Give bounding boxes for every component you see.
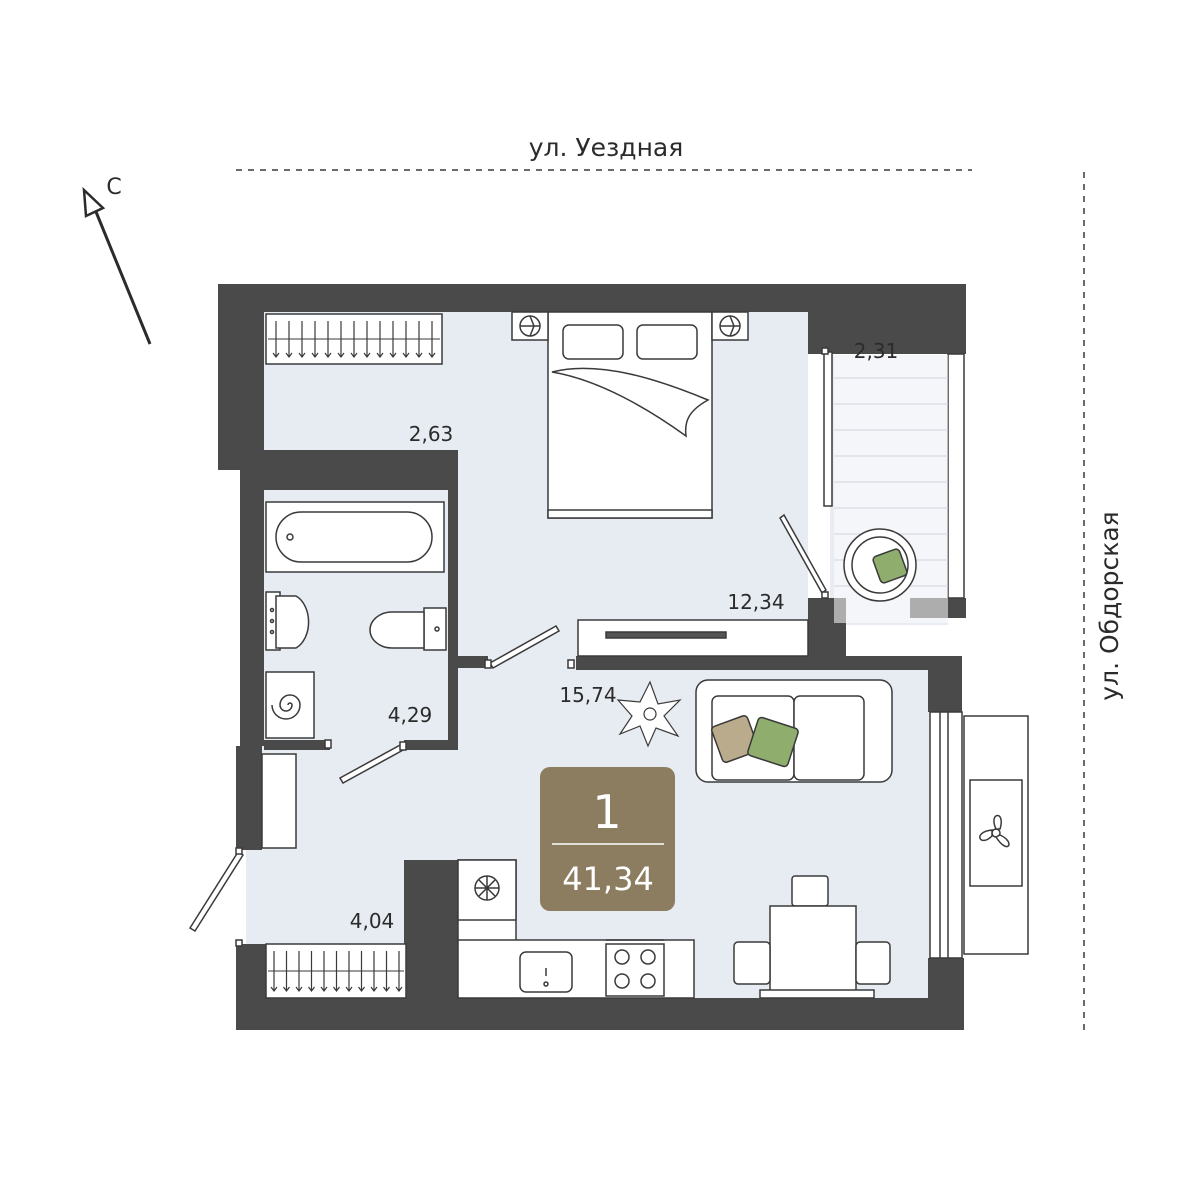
hanger-icon xyxy=(283,951,290,992)
summary-badge: 1 41,34 xyxy=(540,767,675,911)
hanger-icon xyxy=(415,321,423,358)
wall-living-top xyxy=(576,656,962,670)
wardrobe-bottom xyxy=(265,943,407,999)
hanger-icon xyxy=(270,951,278,992)
wall-top xyxy=(218,284,810,312)
nightstand-left xyxy=(511,311,549,341)
hanger-icon xyxy=(298,321,306,358)
bed xyxy=(547,311,713,519)
wall-left-mid xyxy=(240,450,264,746)
tv-cabinet xyxy=(577,619,809,657)
wardrobe-top xyxy=(265,313,443,365)
wall-left-bottom xyxy=(236,944,266,1030)
hanger-icon xyxy=(345,951,353,992)
wall-left-upper xyxy=(218,284,264,470)
hanger-icon xyxy=(324,321,332,358)
compass-letter: С xyxy=(106,175,121,200)
hanger-icon xyxy=(333,951,340,992)
shoe-cabinet xyxy=(261,753,297,849)
hanger-icon xyxy=(295,951,303,992)
street-label-top: ул. Уездная xyxy=(529,133,684,162)
area-living: 15,74 xyxy=(559,683,616,707)
doors xyxy=(188,347,829,947)
north-arrow-icon xyxy=(90,201,152,345)
hanger-icon xyxy=(376,321,384,358)
hanger-icon xyxy=(350,321,358,358)
wall-left-lower xyxy=(236,746,262,850)
wall-bath-bottom-right xyxy=(404,740,458,750)
area-bedroom: 12,34 xyxy=(727,590,784,614)
hanger-icon xyxy=(358,951,365,992)
wall-bottom xyxy=(236,998,964,1030)
door-bathroom xyxy=(488,624,561,670)
hanger-icon xyxy=(285,321,293,358)
washing-machine xyxy=(265,671,315,739)
total-area: 41,34 xyxy=(562,860,654,898)
walls xyxy=(218,284,966,1030)
hanger-icon xyxy=(383,951,390,992)
wall-bath-door xyxy=(458,656,488,668)
wall-top-right xyxy=(808,284,966,354)
wall-kitchen xyxy=(404,860,458,1030)
area-hall: 4,04 xyxy=(350,909,395,933)
wall-bath-bottom xyxy=(264,740,330,750)
sink-bathroom xyxy=(265,591,310,651)
sofa xyxy=(695,679,893,783)
area-balcony: 2,31 xyxy=(854,339,899,363)
wall-bath-top xyxy=(240,450,458,490)
fridge xyxy=(474,875,500,901)
wall-bath-vertical xyxy=(448,656,458,750)
wall-right-top xyxy=(948,284,966,354)
dining-set xyxy=(733,875,891,999)
stove xyxy=(605,939,665,997)
plant xyxy=(616,680,682,748)
area-bathroom: 4,29 xyxy=(388,703,433,727)
window-balcony xyxy=(947,353,965,599)
nightstand-right xyxy=(711,311,749,341)
hanger-icon xyxy=(389,321,397,358)
window-living xyxy=(929,711,963,959)
hanger-icon xyxy=(272,321,280,358)
hanger-icon xyxy=(308,951,315,992)
hanger-icon xyxy=(370,951,378,992)
bathtub xyxy=(265,501,445,573)
street-label-right: ул. Обдорская xyxy=(1095,511,1124,700)
door-balcony xyxy=(779,513,827,595)
wall-bath-right xyxy=(448,450,458,656)
area-wardrobe-top: 2,63 xyxy=(409,422,454,446)
room-count: 1 xyxy=(592,785,621,839)
hanger-icon xyxy=(402,321,410,358)
toilet xyxy=(369,607,447,651)
balcony-chair xyxy=(843,528,917,602)
compass: С xyxy=(82,175,152,345)
hanger-icon xyxy=(311,321,319,358)
ac-unit xyxy=(963,715,1029,955)
wall-right-living xyxy=(928,656,962,712)
door-entrance xyxy=(188,850,245,933)
hanger-icon xyxy=(428,321,436,358)
hanger-icon xyxy=(395,951,403,992)
window-bedroom-balcony xyxy=(823,351,833,507)
hanger-icon xyxy=(363,321,371,358)
north-arrowhead-icon xyxy=(82,186,106,218)
hanger-icon xyxy=(337,321,345,358)
sink-kitchen xyxy=(519,951,573,993)
hanger-icon xyxy=(320,951,328,992)
